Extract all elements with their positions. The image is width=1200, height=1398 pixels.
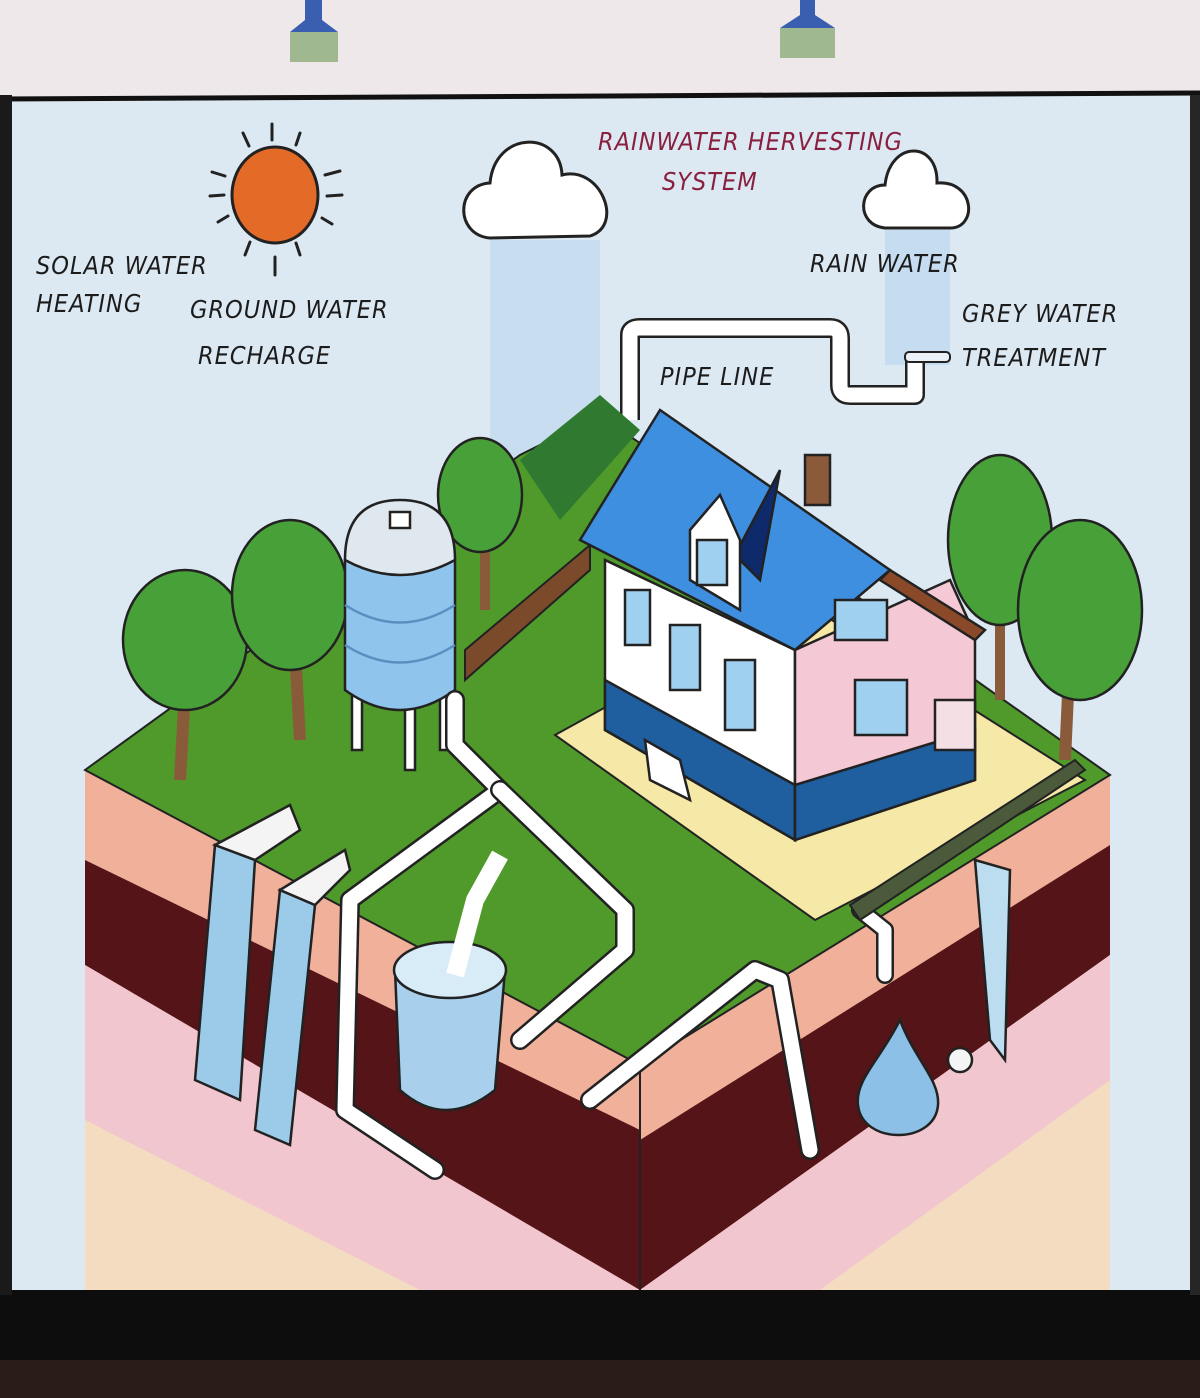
- grey-water-outlet: [904, 351, 951, 363]
- tree-icon: [121, 436, 1144, 781]
- wall-lamp-left-icon: [290, 0, 338, 62]
- water-tank-icon: [343, 498, 457, 772]
- label-grey-1: GREY WATER: [962, 299, 1118, 328]
- bore-well-pipes: [193, 803, 1012, 1147]
- label-rain-water: RAIN WATER: [810, 249, 960, 278]
- wall-lamp-right-icon: [780, 0, 835, 58]
- sun-icon: [208, 122, 344, 277]
- label-grey-2: TREATMENT: [962, 343, 1107, 372]
- garden-bed: [464, 542, 591, 683]
- label-ground-1: GROUND WATER: [190, 295, 389, 324]
- recharge-pit-icon: [392, 850, 508, 1112]
- title-line1: RAINWATER HERVESTING: [598, 127, 903, 156]
- title-line2: SYSTEM: [662, 167, 758, 196]
- house-icon: [578, 408, 987, 843]
- recharge-trench: [848, 758, 1087, 922]
- cloud-right-icon: [862, 149, 971, 365]
- label-pipe-line: PIPE LINE: [660, 362, 774, 391]
- underground-pipes: [335, 690, 894, 1180]
- label-solar-2: HEATING: [36, 289, 142, 318]
- label-solar-1: SOLAR WATER: [36, 251, 208, 280]
- label-ground-2: RECHARGE: [198, 341, 331, 370]
- water-drop-icon: [856, 1016, 940, 1137]
